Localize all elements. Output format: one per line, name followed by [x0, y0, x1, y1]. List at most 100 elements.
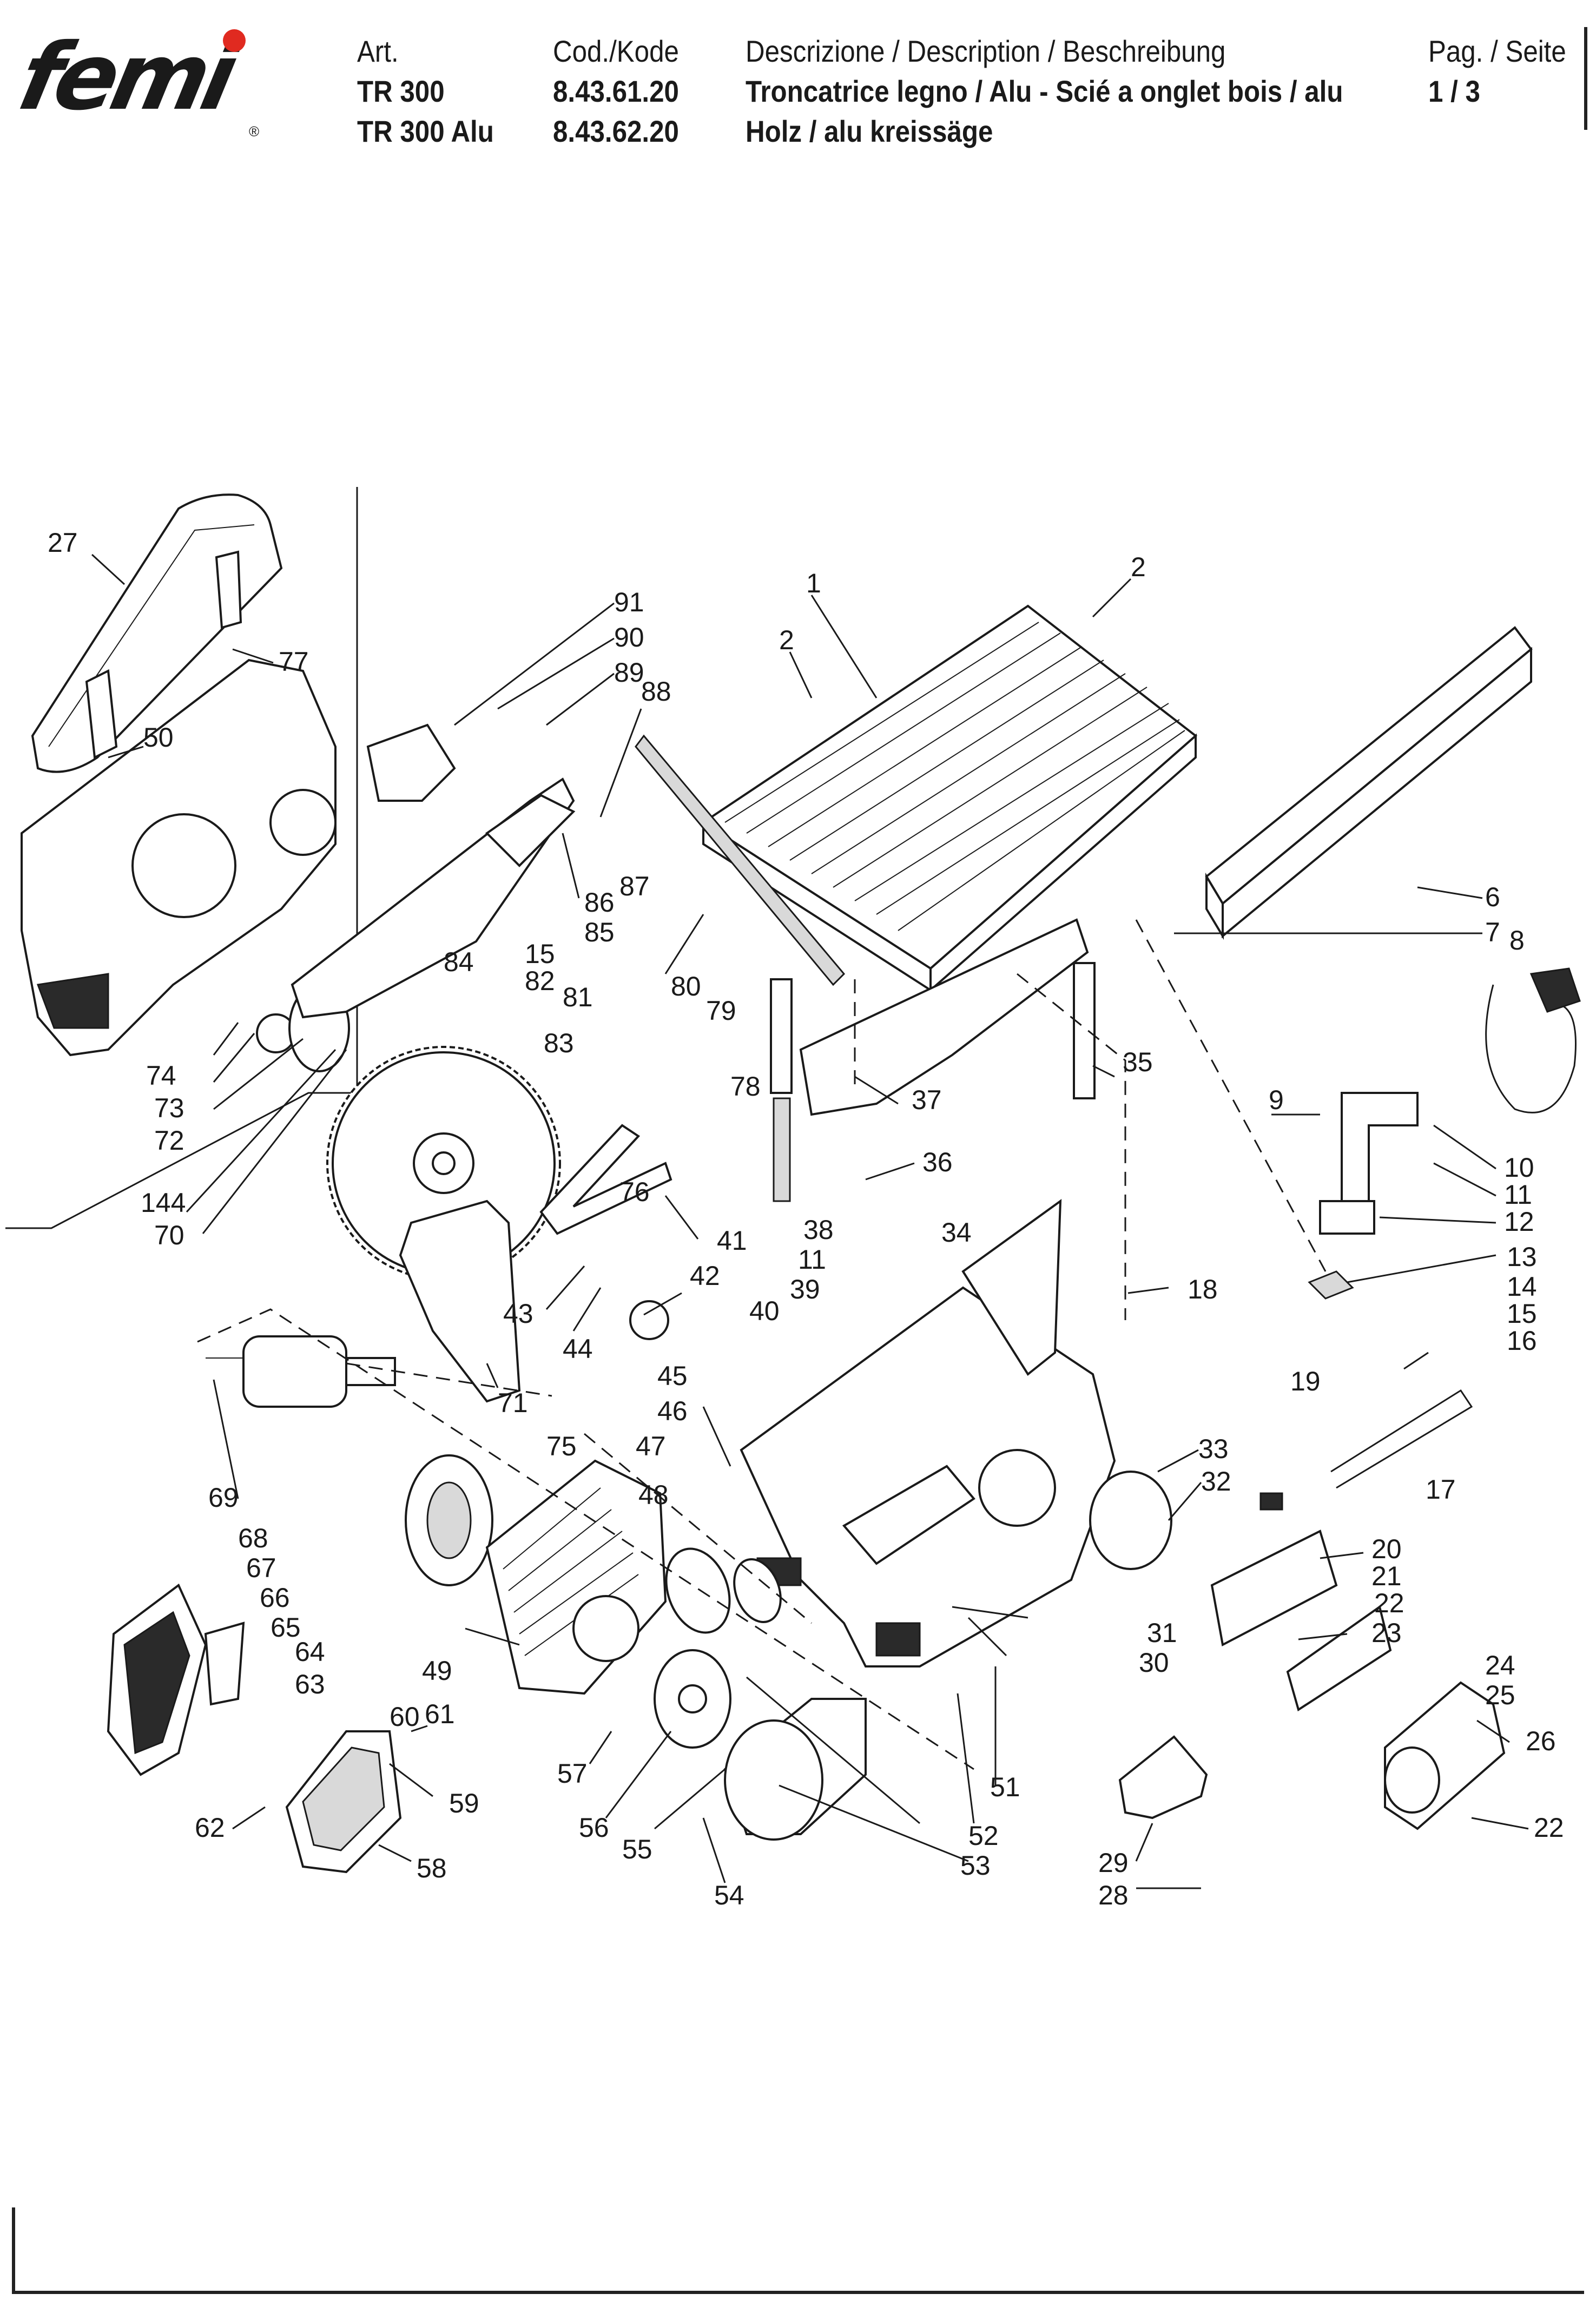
callout-label: 46: [657, 1396, 688, 1426]
callout-label: 86: [584, 887, 615, 918]
callout-label: 56: [579, 1812, 609, 1843]
callout-label: 18: [1188, 1274, 1218, 1304]
callout-label: 1: [806, 568, 821, 598]
callout-label: 62: [195, 1812, 225, 1843]
callout-label: 52: [968, 1821, 999, 1851]
callout-label: 19: [1290, 1366, 1321, 1396]
inset-frame: [5, 487, 358, 1229]
callout-label: 61: [425, 1699, 455, 1729]
callout-label: 67: [246, 1553, 276, 1583]
callout-label: 82: [525, 966, 555, 996]
logo-red-dot: [223, 29, 246, 52]
callout-label: 8: [1509, 925, 1525, 955]
header-page-column: Pag. / Seite 1 / 3: [1428, 31, 1585, 111]
guide-column-right: [1073, 962, 1096, 1099]
callout-label: 35: [1123, 1047, 1153, 1077]
handle-trigger: [204, 1622, 245, 1706]
callout-label: 57: [557, 1758, 588, 1789]
guard-linkage: [539, 1124, 672, 1235]
header-description-column: Descrizione / Description / Beschreibung…: [746, 31, 1424, 151]
callout-label: 37: [912, 1085, 942, 1115]
callout-label: 2: [1131, 552, 1146, 582]
description-label: Descrizione / Description / Beschreibung: [746, 34, 1226, 68]
code-value: 8.43.61.20: [553, 74, 679, 108]
callout-label: 32: [1201, 1466, 1231, 1497]
callout-label: 89: [614, 657, 644, 688]
callout-label: 53: [960, 1850, 991, 1881]
callout-label: 58: [417, 1853, 447, 1883]
upper-arm-assembly: [291, 723, 576, 1019]
callout-label: 81: [563, 982, 593, 1012]
callout-label: 41: [717, 1225, 747, 1256]
callout-label: 11: [798, 1244, 826, 1275]
table-slide: [799, 918, 1089, 1116]
switch-box: [1210, 1530, 1338, 1647]
callout-label: 36: [922, 1147, 953, 1177]
header-right-rule: [1584, 27, 1587, 130]
callout-label: 25: [1485, 1680, 1515, 1710]
callout-label: 50: [143, 722, 174, 753]
fence-bracket: [1308, 1092, 1419, 1300]
callout-label: 75: [546, 1431, 577, 1461]
inset-housing: [21, 658, 337, 1057]
callout-label: 15: [1507, 1298, 1537, 1329]
header-article-column: Art. TR 300 TR 300 Alu: [357, 31, 512, 151]
callout-label: 17: [1426, 1474, 1456, 1505]
code-value: 8.43.62.20: [553, 114, 679, 148]
page-value: 1 / 3: [1428, 74, 1480, 108]
main-housing: [740, 1286, 1172, 1667]
callout-label: 38: [803, 1215, 834, 1245]
callout-label: 45: [657, 1361, 688, 1391]
callout-label: 9: [1269, 1085, 1284, 1115]
bearing: [629, 1300, 669, 1340]
callout-label: 7: [1485, 917, 1500, 947]
callout-label: 87: [619, 871, 650, 901]
side-fence: [1205, 626, 1533, 940]
callout-label: 16: [1507, 1326, 1537, 1356]
callout-label: 59: [449, 1788, 479, 1818]
exploded-view-svg: 27 77 50 91 90 89 88 86 87 85 1 2 2 6 7 …: [5, 487, 1581, 1910]
callout-label: 70: [154, 1220, 184, 1250]
callout-label: 83: [544, 1028, 574, 1058]
callout-label: 85: [584, 917, 615, 947]
front-grip: [285, 1730, 402, 1874]
callout-label: 91: [614, 587, 644, 617]
switch-clip: [1259, 1492, 1283, 1511]
guide-column-left: [770, 978, 793, 1094]
femi-logo: femi ®: [10, 24, 259, 140]
callout-label: 47: [636, 1431, 666, 1461]
callout-label: 60: [390, 1702, 420, 1732]
saw-table: [701, 604, 1198, 993]
callout-label: 15: [525, 939, 555, 969]
callout-label: 54: [714, 1880, 744, 1910]
return-spring: [773, 1097, 791, 1202]
fan-cover: [723, 1698, 867, 1841]
motor-housing: [485, 1459, 667, 1695]
callout-label: 31: [1147, 1618, 1177, 1648]
callout-label: 68: [238, 1523, 268, 1553]
dust-outlet: [1384, 1681, 1506, 1830]
callout-label: 14: [1507, 1271, 1537, 1302]
callout-label: 88: [641, 676, 671, 707]
description-value: Troncatrice legno / Alu - Scié a onglet …: [746, 74, 1343, 108]
article-value: TR 300: [357, 74, 445, 108]
callout-label: 42: [690, 1261, 720, 1291]
motor-stator: [405, 1454, 493, 1586]
callout-label: 28: [1098, 1880, 1129, 1910]
callout-label: 29: [1098, 1848, 1129, 1878]
toothed-rack: [635, 734, 846, 986]
assembly-dashed-lines: [197, 919, 1327, 1770]
header-code-column: Cod./Kode 8.43.61.20 8.43.62.20: [553, 31, 696, 151]
page-label: Pag. / Seite: [1428, 34, 1566, 68]
callout-label: 69: [208, 1482, 239, 1513]
callout-label: 74: [146, 1060, 176, 1091]
cooling-fan: [654, 1649, 731, 1749]
callout-label: 20: [1371, 1534, 1402, 1564]
exploded-view-diagram: 27 77 50 91 90 89 88 86 87 85 1 2 2 6 7 …: [0, 444, 1596, 2013]
callout-label: 26: [1526, 1726, 1556, 1756]
callout-leaders: [91, 553, 1529, 1889]
callout-label: 13: [1507, 1242, 1537, 1272]
callout-label: 84: [444, 947, 474, 977]
callout-labels: 27 77 50 91 90 89 88 86 87 85 1 2 2 6 7 …: [48, 528, 1564, 1910]
